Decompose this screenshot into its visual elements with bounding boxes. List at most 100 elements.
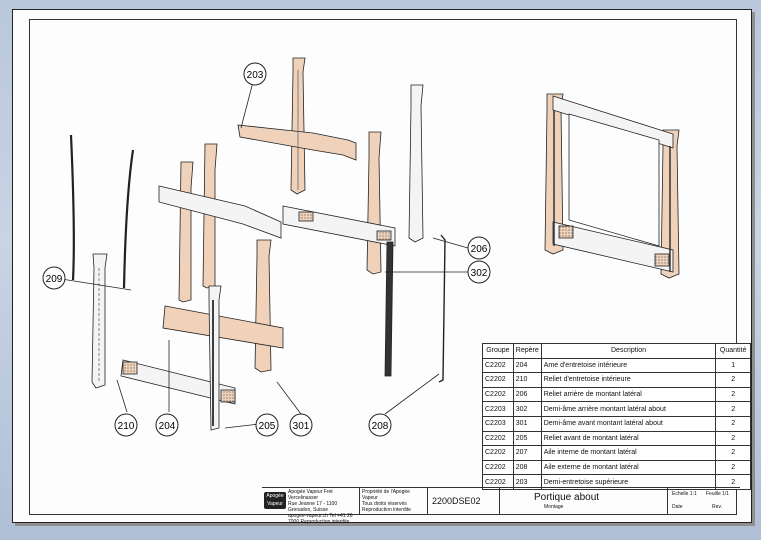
title-block-meta: Echelle 1:1 Feuille 1/1 Date Rev. [668,488,740,514]
sheet-label: Feuille 1/1 [706,491,730,497]
scale-label: Echelle 1:1 [672,491,697,497]
bom-cell-quantity: 2 [715,386,751,403]
callout-210: 210 [114,413,138,437]
bom-cell-group: C2202 [482,445,514,461]
leader-lines [54,81,469,429]
part-203-upper-crossmember [237,57,357,195]
drawing-subtitle: Montage [544,504,564,510]
bom-cell-ref: 203 [512,474,542,490]
title-block-code: 2200DSE02 [428,488,500,514]
owner-line-2: Tous droits réservés [362,501,407,507]
bom-cell-description: Reliet d'entretoise intérieure [540,372,717,388]
bom-cell-group: C2202 [482,430,514,447]
bom-header-quantity: Quantité [715,343,751,359]
part-210-lower-relief [282,205,396,247]
bom-cell-group: C2203 [482,415,514,432]
part-204-inner-web [162,305,284,349]
title-block-title: Portique about Montage [500,488,668,514]
bom-cell-description: Reliet arrière de montant latéral [540,386,717,403]
bom-header-description: Description [540,343,717,359]
company-line-3: apogee-vapeur.ch Tel +41 26 7000 Reprodu… [288,513,353,525]
callout-205-label: 205 [259,421,276,432]
part-208-outer-flange [384,234,446,383]
callout-301-label: 301 [293,421,310,432]
callout-203-label: 203 [247,70,264,81]
bom-cell-ref: 301 [512,415,542,432]
bom-cell-ref: 204 [512,357,542,374]
drawing-sheet: 203 206 302 209 210 204 205 301 208 Grou… [12,9,752,525]
drawing-code: 2200DSE02 [432,496,481,506]
rev-label: Rev. [712,504,722,510]
company-line-1: Apogée Vapeur Fret Vercelinasser [288,489,333,501]
title-block-ownership: Propriété de l'Apogée Vapeur Tous droits… [360,488,428,514]
callout-210-label: 210 [118,421,135,432]
bom-cell-group: C2203 [482,401,514,417]
bom-cell-ref: 207 [512,445,542,461]
bom-cell-quantity: 2 [715,430,751,447]
callout-206: 206 [467,236,491,260]
callout-302-label: 302 [471,268,488,279]
assembled-portique-view [544,93,680,279]
bom-header-row: Groupe Repère Description Quantité [482,343,751,359]
callout-208: 208 [368,413,392,437]
bom-cell-ref: 205 [512,430,542,447]
bom-cell-ref: 206 [512,386,542,403]
bom-cell-ref: 302 [512,401,542,417]
owner-line-1: Propriété de l'Apogée Vapeur [362,489,410,501]
owner-line-3: Reproduction interdite [362,507,411,513]
bom-cell-quantity: 2 [715,415,751,432]
callout-203: 203 [243,62,267,86]
bom-cell-group: C2202 [482,459,514,476]
callout-209: 209 [42,266,66,290]
part-205-front-relief [208,285,222,431]
company-line-2: Rue Jeanne 17 - 1100 Grenadon, Suisse [288,501,338,513]
bom-cell-description: Reliet avant de montant latéral [540,430,717,447]
bom-cell-group: C2202 [482,372,514,388]
bom-cell-description: Aile externe de montant latéral [540,459,717,476]
callout-301: 301 [289,413,313,437]
bom-cell-ref: 208 [512,459,542,476]
date-label: Date [672,504,683,510]
bill-of-materials-table: Groupe Repère Description Quantité C2202… [482,343,751,490]
bom-cell-description: Aile interne de montant latéral [540,445,717,461]
bom-cell-ref: 210 [512,372,542,388]
bom-cell-group: C2202 [482,357,514,374]
bom-cell-quantity: 2 [715,401,751,417]
bom-cell-description: Demi-âme avant montant latéral about [540,415,717,432]
callout-204-label: 204 [159,421,176,432]
callout-302: 302 [467,260,491,284]
exploded-assembly-view: 203 206 302 209 210 204 205 301 208 [42,57,680,437]
drawing-border-frame [29,19,737,515]
callout-204: 204 [155,413,179,437]
bom-cell-group: C2202 [482,474,514,490]
callout-208-label: 208 [372,421,389,432]
bom-cell-quantity: 2 [715,372,751,388]
bom-cell-quantity: 1 [715,357,751,374]
bom-header-group: Groupe [482,343,514,359]
callout-bubbles: 203 206 302 209 210 204 205 301 208 [42,62,491,437]
bom-header-ref: Repère [512,343,542,359]
callout-206-label: 206 [471,244,488,255]
bom-cell-group: C2202 [482,386,514,403]
bom-cell-quantity: 2 [715,459,751,476]
part-210-bottom-bar [120,359,236,405]
bom-cell-description: Ame d'entretoise intérieure [540,357,717,374]
bom-cell-quantity: 2 [715,474,751,490]
drawing-title: Portique about [534,492,600,503]
callout-205: 205 [255,413,279,437]
part-302-horizontal-beam [158,185,282,239]
bom-cell-quantity: 2 [715,445,751,461]
part-209-curved-flanges [69,134,135,289]
